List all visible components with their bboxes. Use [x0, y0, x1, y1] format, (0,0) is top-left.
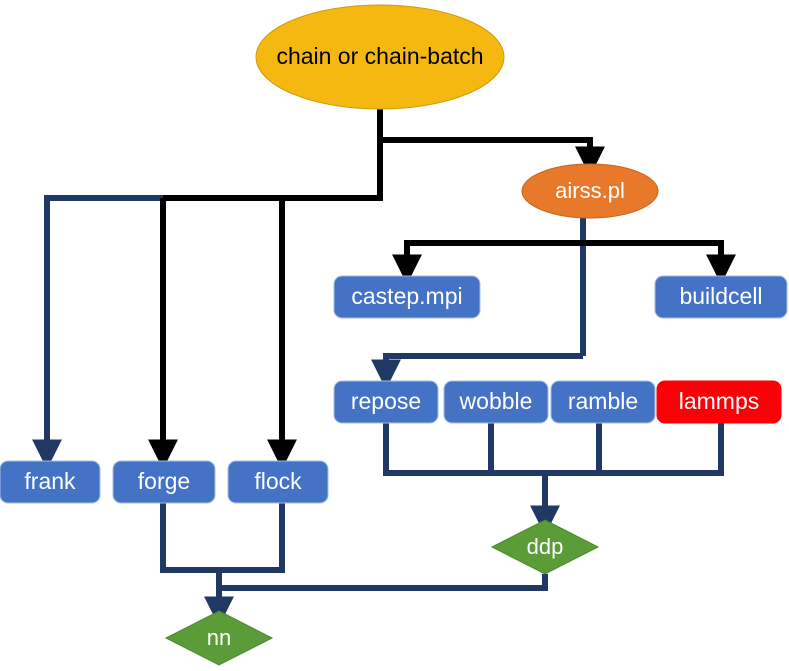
node-airss[interactable]: airss.pl — [521, 163, 659, 219]
node-repose[interactable]: repose — [333, 380, 439, 424]
node-buildcell[interactable]: buildcell — [654, 275, 788, 319]
node-wobble[interactable]: wobble — [443, 380, 549, 424]
edge-repose-to-merge — [383, 423, 545, 476]
node-ddp[interactable]: ddp — [490, 519, 600, 575]
node-lammps[interactable]: lammps — [656, 380, 782, 424]
edge-airss-to-castep — [392, 240, 583, 285]
chain-shape[interactable] — [255, 4, 505, 110]
edge-lammps-to-merge — [545, 423, 724, 476]
ddp-shape[interactable] — [490, 519, 600, 575]
flock-shape[interactable] — [227, 460, 329, 504]
buildcell-shape[interactable] — [654, 275, 788, 319]
node-flock[interactable]: flock — [227, 460, 329, 504]
forge-shape[interactable] — [112, 460, 216, 504]
airss-shape[interactable] — [521, 163, 659, 219]
node-forge[interactable]: forge — [112, 460, 216, 504]
castep-shape[interactable] — [333, 275, 481, 319]
edge-chain-to-bus — [163, 109, 383, 201]
ramble-shape[interactable] — [550, 380, 656, 424]
edge-forge-to-nn — [160, 503, 219, 573]
repose-shape[interactable] — [333, 380, 439, 424]
node-castep[interactable]: castep.mpi — [333, 275, 481, 319]
edge-ddp-to-nn — [219, 574, 548, 591]
nn-shape[interactable] — [164, 610, 274, 666]
node-layer: chain or chain-batch airss.pl castep.mpi bu… — [0, 4, 788, 666]
edge-airss-to-buildcell — [583, 240, 736, 285]
frank-shape[interactable] — [0, 460, 101, 504]
node-nn[interactable]: nn — [164, 610, 274, 666]
edge-airss-to-repose — [371, 353, 583, 390]
lammps-shape[interactable] — [656, 380, 782, 424]
edge-layer — [32, 109, 736, 627]
node-ramble[interactable]: ramble — [550, 380, 656, 424]
wobble-shape[interactable] — [443, 380, 549, 424]
edge-flock-to-nn — [219, 503, 285, 573]
node-frank[interactable]: frank — [0, 460, 101, 504]
node-chain[interactable]: chain or chain-batch — [255, 4, 505, 110]
edge-bus-to-frank — [32, 195, 163, 470]
edge-chain-to-airss — [377, 109, 605, 177]
